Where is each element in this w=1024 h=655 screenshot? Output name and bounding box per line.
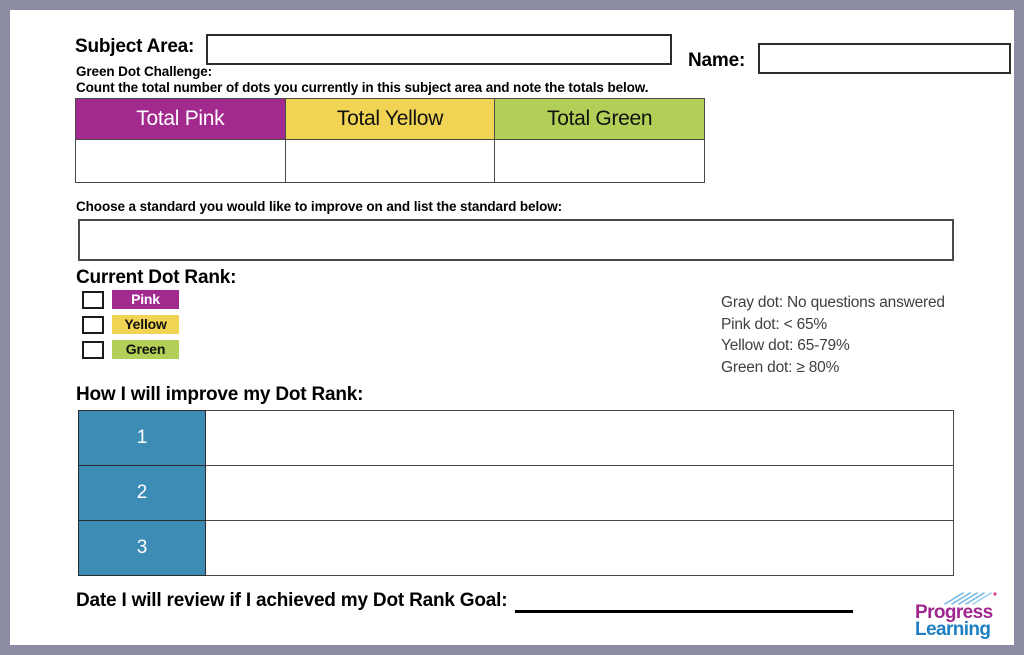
logo-word-learning: Learning [915, 619, 991, 640]
rank-label-green: Green [112, 340, 179, 359]
improve-row-number-2: 2 [78, 465, 206, 521]
improve-row-input-1[interactable] [205, 410, 954, 466]
table-row: 2 [78, 465, 954, 521]
improve-row-number-1: 1 [78, 410, 206, 466]
rank-option-yellow[interactable]: Yellow [82, 315, 179, 334]
name-input[interactable] [758, 43, 1011, 74]
challenge-title: Green Dot Challenge: [76, 64, 213, 79]
legend-line-pink: Pink dot: < 65% [721, 315, 827, 333]
checkbox-yellow[interactable] [82, 315, 104, 334]
review-date-write-line[interactable] [515, 610, 853, 613]
progress-learning-logo: Progress Learning [913, 591, 1013, 640]
rank-label-pink: Pink [112, 290, 179, 309]
checkbox-pink[interactable] [82, 290, 104, 309]
standard-label: Choose a standard you would like to impr… [76, 199, 563, 214]
swoosh-icon [944, 592, 997, 605]
improve-row-input-3[interactable] [205, 520, 954, 576]
header-row: Subject Area: Name: [75, 26, 1011, 74]
table-row: 3 [78, 520, 954, 576]
current-dot-rank-options: Pink Yellow Green [82, 290, 179, 365]
checkbox-green[interactable] [82, 340, 104, 359]
standard-input[interactable] [78, 219, 954, 261]
challenge-instruction: Count the total number of dots you curre… [76, 80, 649, 95]
worksheet-sheet: Subject Area: Name: Green Dot Challenge:… [10, 10, 1014, 645]
totals-value-row [75, 139, 705, 183]
improve-table: 1 2 3 [78, 410, 954, 576]
totals-header-yellow: Total Yellow [284, 98, 496, 140]
totals-header-pink: Total Pink [75, 98, 286, 140]
rank-option-pink[interactable]: Pink [82, 290, 179, 309]
subject-area-input[interactable] [206, 34, 672, 65]
logo-word-progress: Progress [915, 602, 993, 623]
improve-row-input-2[interactable] [205, 465, 954, 521]
improve-heading: How I will improve my Dot Rank: [76, 384, 364, 405]
name-label: Name: [688, 50, 746, 71]
totals-value-green[interactable] [494, 139, 705, 183]
review-date-label: Date I will review if I achieved my Dot … [76, 590, 508, 611]
totals-value-pink[interactable] [75, 139, 286, 183]
legend-line-gray: Gray dot: No questions answered [721, 294, 945, 311]
totals-value-yellow[interactable] [284, 139, 496, 183]
subject-area-label: Subject Area: [75, 36, 195, 57]
totals-header-row: Total Pink Total Yellow Total Green [75, 98, 705, 140]
improve-row-number-3: 3 [78, 520, 206, 576]
current-dot-rank-heading: Current Dot Rank: [76, 267, 237, 288]
dot-legend: Gray dot: No questions answered Pink dot… [721, 292, 945, 378]
table-row: 1 [78, 410, 954, 466]
totals-table: Total Pink Total Yellow Total Green [75, 98, 705, 183]
legend-line-yellow: Yellow dot: 65-79% [721, 337, 850, 354]
rank-option-green[interactable]: Green [82, 340, 179, 359]
rank-label-yellow: Yellow [112, 315, 179, 334]
totals-header-green: Total Green [494, 98, 705, 140]
legend-line-green: Green dot: ≥ 80% [721, 358, 840, 376]
